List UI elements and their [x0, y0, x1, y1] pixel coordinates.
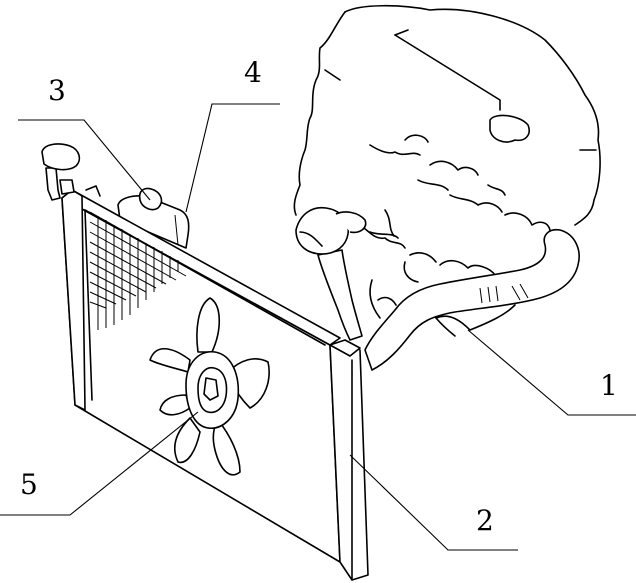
callout-5: 5	[20, 468, 38, 501]
cooling-fan	[149, 297, 270, 476]
lower-radiator-hose	[364, 228, 580, 371]
callout-labels: 1 2 3 4 5	[20, 56, 618, 537]
radiator-filler-cap	[41, 143, 101, 201]
callout-2: 2	[476, 504, 494, 537]
upper-radiator-hose	[295, 206, 367, 341]
callout-3: 3	[48, 74, 66, 107]
radiator-core-grid	[89, 211, 197, 330]
leader-lines	[0, 103, 636, 551]
callout-4: 4	[244, 56, 262, 89]
callout-1: 1	[600, 369, 618, 402]
engine-block	[293, 4, 601, 337]
